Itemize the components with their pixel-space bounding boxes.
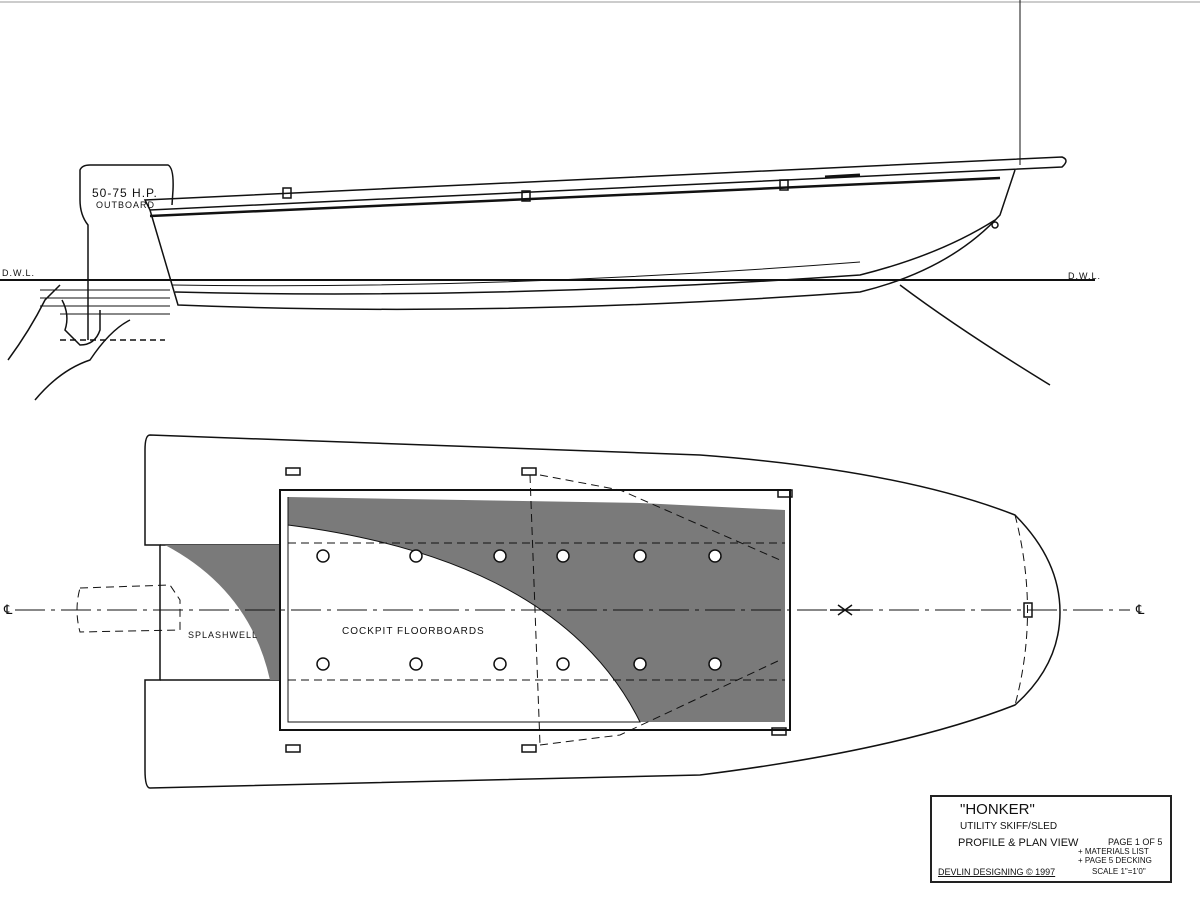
cleat	[282, 187, 292, 199]
bow-cleat	[824, 173, 861, 179]
hull-outline	[144, 434, 1061, 789]
sheer-rail	[143, 156, 1067, 211]
bow-eye	[991, 221, 999, 229]
note-decking: + Page 5 Decking	[1078, 856, 1152, 865]
dwl-label-right: D.W.L.	[1068, 271, 1102, 281]
profile-view	[0, 156, 1095, 401]
plan-view	[15, 434, 1130, 789]
scale: Scale 1"=1'0"	[1092, 867, 1146, 876]
boat-name: "Honker"	[960, 801, 1035, 818]
outboard-label: 50-75 H.P.	[92, 186, 158, 200]
boat-type: Utility Skiff/Sled	[960, 821, 1058, 832]
centerline-symbol-right: ℄	[1136, 602, 1146, 617]
chine-line	[174, 219, 996, 295]
dashed-structure	[76, 474, 1028, 746]
centerline-symbol-left: ℄	[4, 602, 14, 617]
bow-wave	[899, 284, 1051, 386]
floorboard-light	[287, 497, 641, 723]
designer: Devlin Designing © 1997	[938, 867, 1056, 877]
cleat	[779, 179, 789, 191]
outboard-lower-unit	[61, 299, 101, 346]
cleat	[521, 190, 531, 202]
cleats	[285, 467, 1033, 753]
floorboard-holes	[316, 549, 722, 671]
dwl-label-left: D.W.L.	[2, 268, 36, 278]
outboard-motor	[79, 164, 174, 340]
view-title: Profile & Plan View	[958, 837, 1079, 849]
splashwell-shading	[165, 545, 280, 680]
page-number: Page 1 of 5	[1108, 837, 1163, 847]
chine-line-2	[171, 261, 861, 287]
floorboards-label: Cockpit Floorboards	[342, 626, 485, 637]
title-block: "Honker" Utility Skiff/Sled Profile & Pl…	[930, 795, 1172, 883]
outboard-sub-label: Outboard	[96, 200, 156, 210]
splashwell-label: Splashwell	[188, 630, 259, 640]
note-materials: + Materials List	[1078, 847, 1149, 856]
wake-line	[34, 319, 131, 401]
hull-profile	[149, 169, 1016, 311]
floorboard-shading	[288, 497, 785, 722]
water-hatching	[40, 289, 170, 315]
wake-line	[7, 284, 61, 361]
rub-strake	[149, 176, 1001, 218]
